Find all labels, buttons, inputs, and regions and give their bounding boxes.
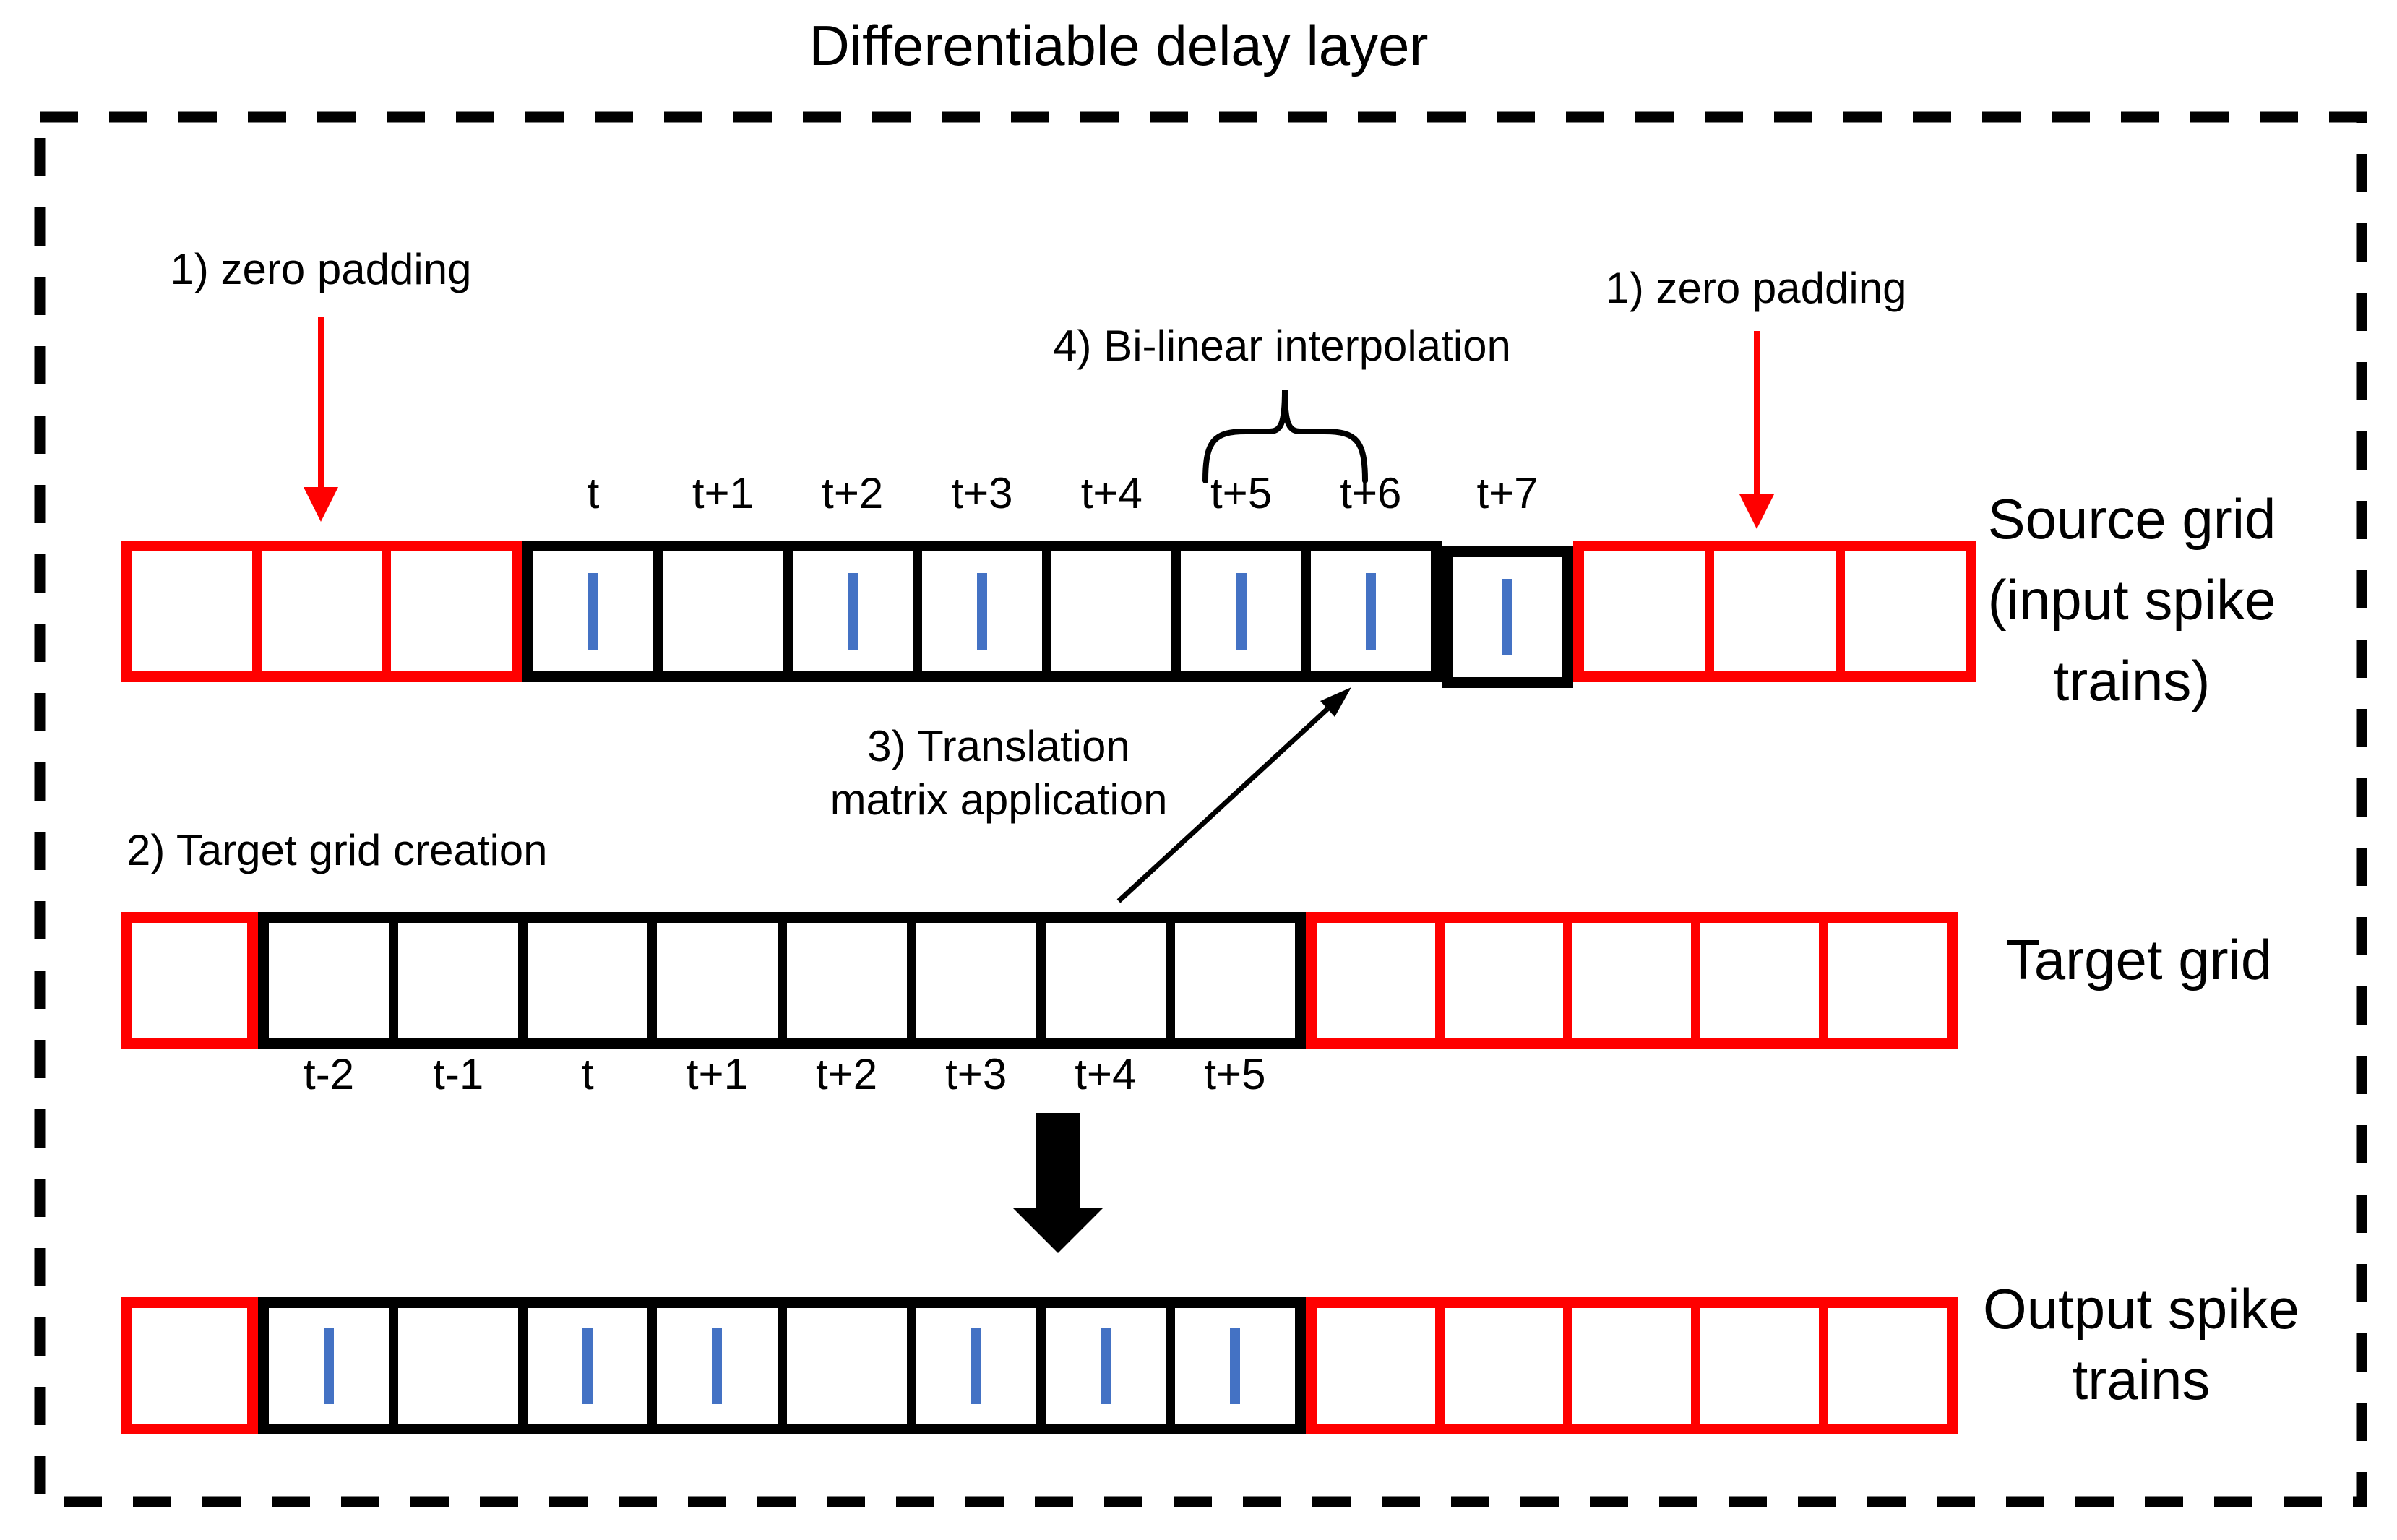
zero-padding-cell [1435, 923, 1563, 1038]
translation-matrix-label-line1: 3) Translation [867, 722, 1130, 770]
grid-cell [1042, 551, 1171, 671]
grid-cell [777, 923, 907, 1038]
zero-padding-cell [1835, 551, 1966, 671]
spike-mark [847, 573, 858, 650]
dashed-border [34, 111, 2367, 1507]
output-grid-box [258, 1297, 1306, 1434]
spike-mark [976, 573, 987, 650]
zero-padding-cell [132, 551, 252, 671]
zero-padding-cell [1705, 551, 1835, 671]
grid-cell [1165, 1308, 1295, 1424]
source-cell-label: t+4 [1080, 469, 1142, 517]
spike-mark [971, 1328, 981, 1404]
grid-cell [389, 1308, 518, 1424]
bilinear-brace [1202, 390, 1368, 483]
zero-padding-cell [251, 551, 382, 671]
grid-cell [1036, 1308, 1166, 1424]
target-cell-label: t+3 [945, 1050, 1007, 1098]
spike-mark [324, 1328, 335, 1404]
target-cell-label: t+4 [1075, 1050, 1137, 1098]
block-down-arrow [1013, 1113, 1103, 1253]
zero-padding-cell [1819, 923, 1947, 1038]
grid-cell [1036, 923, 1166, 1038]
source-grid-box [522, 541, 1442, 682]
spike-mark [1365, 573, 1376, 650]
target-grid-creation-label: 2) Target grid creation [126, 826, 548, 874]
source-cell-label: t+5 [1210, 469, 1273, 517]
zero-padding-cell [1435, 1308, 1563, 1424]
grid-cell [783, 551, 913, 671]
spike-mark [1236, 573, 1247, 650]
grid-cell [1301, 551, 1431, 671]
grid-cell [1171, 551, 1301, 671]
spike-mark [1502, 579, 1512, 655]
zero-padding-cell [382, 551, 512, 671]
source-grid-side-label: Source grid (input spike trains) [1987, 487, 2276, 713]
source-cell-label: t+7 [1476, 469, 1539, 517]
grid-cell [1165, 923, 1295, 1038]
zero-padding-cell [1317, 923, 1435, 1038]
grid-cell [777, 1308, 907, 1424]
target-cell-label: t+2 [816, 1050, 878, 1098]
source-padding-box [121, 541, 522, 682]
spike-mark [588, 573, 599, 650]
grid-cell [269, 923, 389, 1038]
grid-cell [906, 1308, 1036, 1424]
target-grid-box [258, 912, 1306, 1049]
source-cell-label: t+6 [1340, 469, 1402, 517]
target-grid-side-label: Target grid [2005, 928, 2273, 991]
target-cell-label: t-2 [304, 1050, 355, 1098]
source-padding-box [1573, 541, 1976, 682]
zero-padding-cell [1819, 1308, 1947, 1424]
target-cell-label: t [581, 1050, 594, 1098]
zero-padding-arrow-right [1739, 331, 1774, 529]
zero-padding-cell [1584, 551, 1705, 671]
grid-cell [647, 923, 777, 1038]
grid-cell [647, 1308, 777, 1424]
grid-cell [389, 923, 518, 1038]
spike-mark [1229, 1328, 1240, 1404]
spike-mark [1100, 1328, 1111, 1404]
zero-padding-arrow-left [304, 317, 338, 522]
target-cell-label: t-1 [433, 1050, 484, 1098]
target-padding-box [121, 912, 258, 1049]
output-padding-box [1306, 1297, 1958, 1434]
spike-mark [582, 1328, 593, 1404]
zero-padding-label-right: 1) zero padding [1605, 264, 1907, 312]
grid-cell [1453, 557, 1562, 677]
zero-padding-cell [1317, 1308, 1435, 1424]
zero-padding-cell [132, 1308, 247, 1424]
grid-cell [518, 1308, 647, 1424]
output-spike-trains-side-label: Output spike trains [1983, 1277, 2299, 1411]
source-cell-label: t+2 [822, 469, 884, 517]
grid-cell [912, 551, 1042, 671]
target-cell-label: t+1 [686, 1050, 748, 1098]
grid-cell [269, 1308, 389, 1424]
zero-padding-label-left: 1) zero padding [170, 245, 472, 293]
source-cell-label: t [587, 469, 600, 517]
source-grid-box [1442, 546, 1573, 688]
zero-padding-cell [132, 923, 247, 1038]
grid-cell [906, 923, 1036, 1038]
zero-padding-cell [1563, 1308, 1691, 1424]
diagram-title: Differentiable delay layer [809, 14, 1429, 77]
zero-padding-cell [1563, 923, 1691, 1038]
spike-mark [712, 1328, 723, 1404]
source-cell-label: t+3 [951, 469, 1013, 517]
grid-cell [653, 551, 783, 671]
grid-cell [518, 923, 647, 1038]
output-padding-box [121, 1297, 258, 1434]
translation-arrow [1116, 687, 1351, 903]
bilinear-interpolation-label: 4) Bi-linear interpolation [1053, 322, 1511, 370]
target-padding-box [1306, 912, 1958, 1049]
source-cell-label: t+1 [692, 469, 754, 517]
target-cell-label: t+5 [1204, 1050, 1266, 1098]
zero-padding-cell [1691, 1308, 1819, 1424]
grid-cell [533, 551, 653, 671]
translation-matrix-label-line2: matrix application [830, 775, 1168, 824]
zero-padding-cell [1691, 923, 1819, 1038]
translation-matrix-label: 3) Translation matrix application [782, 720, 1215, 827]
